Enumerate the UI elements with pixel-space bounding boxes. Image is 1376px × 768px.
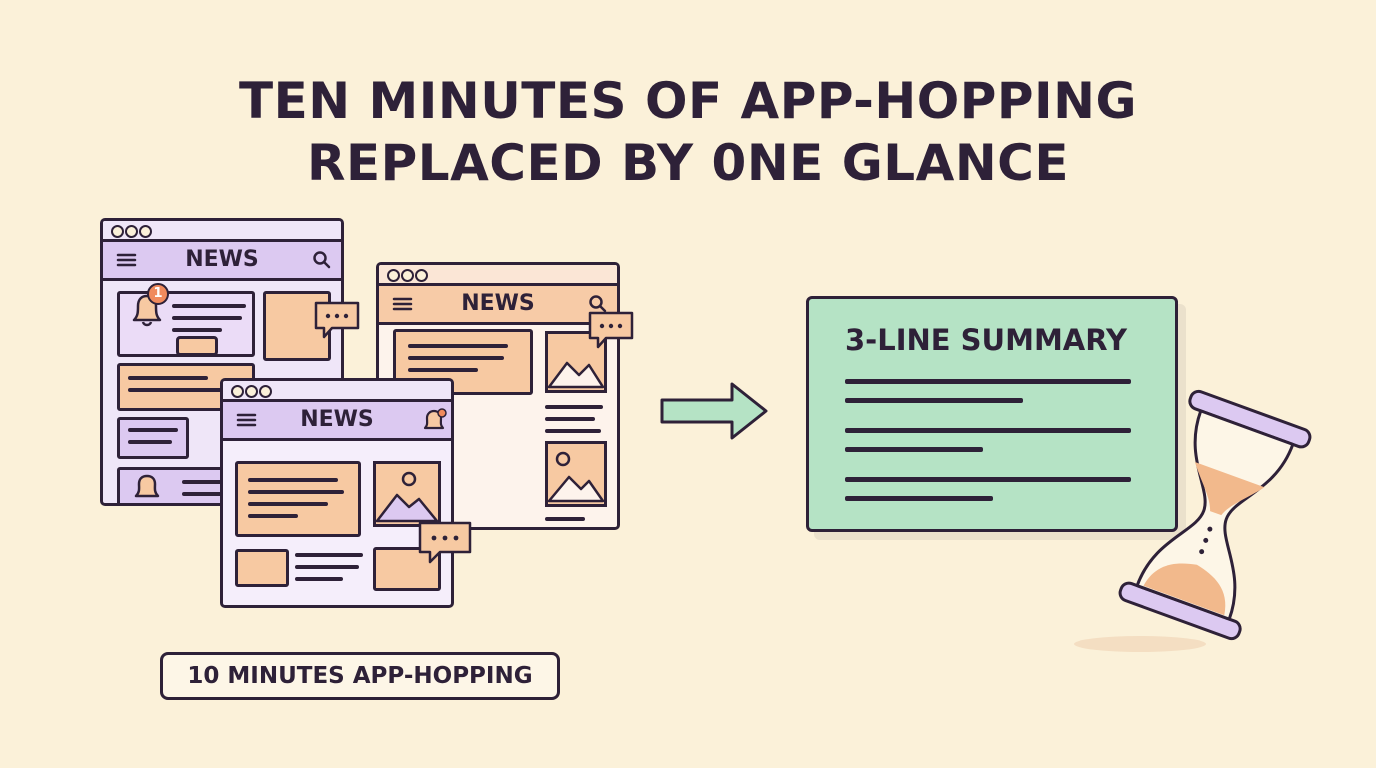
window-chrome	[379, 265, 617, 286]
text-line	[545, 405, 603, 409]
bell-icon[interactable]	[421, 408, 447, 434]
window-dot	[415, 269, 428, 282]
text-line	[128, 428, 178, 432]
story-card	[235, 549, 289, 587]
news-header-bar: NEWS	[379, 286, 617, 325]
menu-icon[interactable]	[116, 253, 137, 267]
menu-icon[interactable]	[236, 413, 257, 427]
text-line	[545, 429, 601, 433]
chat-bubble-icon[interactable]	[416, 520, 474, 566]
news-label: NEWS	[300, 407, 374, 432]
text-line	[172, 304, 246, 308]
text-line	[545, 517, 585, 521]
mountain-image-icon	[545, 441, 607, 507]
caption-text: 10 MINUTES APP-HOPPING	[187, 663, 533, 689]
headline-line-2: REPLACED BY 0NE GLANCE	[306, 134, 1070, 192]
chat-bubble-icon[interactable]	[312, 300, 362, 340]
story-card	[117, 417, 189, 459]
summary-line	[845, 447, 983, 452]
mountain-image-icon	[373, 461, 441, 527]
story-card	[235, 461, 361, 537]
menu-icon[interactable]	[392, 297, 413, 311]
text-line	[172, 328, 222, 332]
text-line	[408, 344, 508, 348]
window-dot	[125, 225, 138, 238]
summary-line	[845, 398, 1023, 403]
text-line	[295, 553, 363, 557]
text-line	[295, 577, 343, 581]
window-chrome	[103, 221, 341, 242]
text-line	[248, 514, 298, 518]
summary-card: 3-LINE SUMMARY	[806, 296, 1178, 532]
news-header-bar: NEWS	[223, 402, 451, 441]
summary-line	[845, 477, 1131, 482]
bell-icon[interactable]	[132, 472, 162, 502]
text-line	[248, 478, 338, 482]
summary-line	[845, 379, 1131, 384]
text-line	[248, 502, 328, 506]
text-line	[408, 368, 478, 372]
headline: TEN MINUTES OF APP-HOPPING REPLACED BY 0…	[0, 70, 1376, 194]
arrow-right-icon	[660, 382, 768, 440]
text-line	[545, 417, 595, 421]
news-label: NEWS	[185, 247, 259, 272]
window-dot	[259, 385, 272, 398]
hourglass-icon	[1074, 389, 1312, 652]
text-line	[128, 376, 208, 380]
news-window-front: NEWS	[220, 378, 454, 608]
summary-line	[845, 496, 993, 501]
window-chrome	[223, 381, 451, 402]
text-line	[128, 440, 172, 444]
window-dot	[245, 385, 258, 398]
window-dot	[401, 269, 414, 282]
text-line	[182, 492, 222, 496]
news-header-bar: NEWS	[103, 242, 341, 281]
window-dot	[111, 225, 124, 238]
chat-bubble-icon[interactable]	[586, 310, 636, 350]
text-line	[128, 388, 238, 392]
headline-line-1: TEN MINUTES OF APP-HOPPING	[238, 72, 1138, 130]
text-line	[248, 490, 344, 494]
summary-line	[845, 428, 1131, 433]
news-window-back-right: NEWS	[376, 262, 620, 530]
window-dot	[387, 269, 400, 282]
text-line	[408, 356, 504, 360]
notification-badge: 1	[147, 283, 169, 305]
mountain-image-icon	[545, 331, 607, 393]
search-icon[interactable]	[588, 294, 608, 314]
read-more-button[interactable]	[176, 336, 218, 356]
news-label: NEWS	[461, 291, 535, 316]
window-dot	[231, 385, 244, 398]
text-line	[295, 565, 359, 569]
text-line	[182, 480, 226, 484]
text-line	[172, 316, 242, 320]
badge-count: 1	[153, 286, 163, 301]
summary-title: 3-LINE SUMMARY	[845, 323, 1127, 357]
app-hopping-caption: 10 MINUTES APP-HOPPING	[160, 652, 560, 700]
search-icon[interactable]	[312, 250, 332, 270]
window-dot	[139, 225, 152, 238]
